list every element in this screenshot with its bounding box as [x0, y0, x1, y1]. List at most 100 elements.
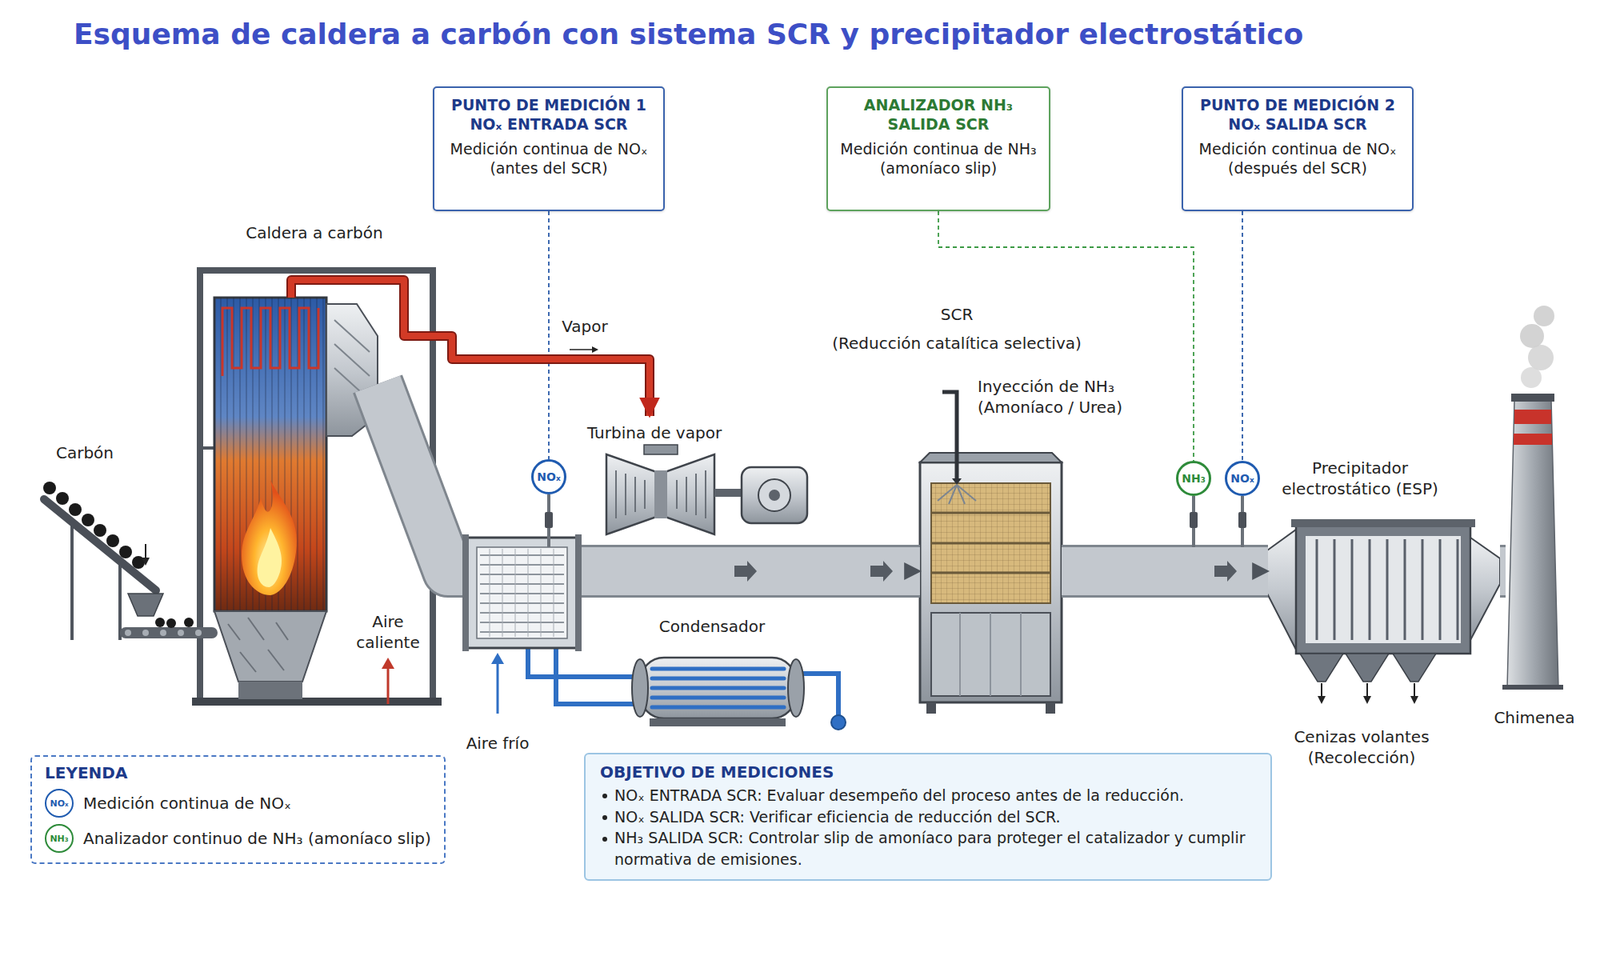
bullet-text: NOₓ ENTRADA SCR: Evaluar desempeño del p…: [614, 786, 1184, 804]
connector: [548, 211, 550, 460]
connector-line: [1500, 544, 1506, 598]
condenser: [649, 718, 786, 727]
scr-reactor: [942, 392, 957, 480]
equipment: Chimenea: [1505, 392, 1560, 688]
equipment-label: Condensador: [659, 616, 765, 637]
steam-turbine: [606, 444, 808, 535]
chimney: [1520, 324, 1544, 348]
boiler-furnace: [214, 297, 327, 612]
sensor-probe: [1189, 512, 1198, 528]
condenser: [640, 657, 796, 719]
callout-text: Medición continua de NOₓ (después del SC…: [1192, 139, 1403, 179]
steam-turbine: [654, 470, 668, 519]
hot-air-arrow: [387, 667, 390, 704]
boiler-furnace: [238, 681, 303, 700]
coal-feeder: [119, 545, 132, 559]
air-preheater: [575, 534, 582, 652]
scr-reactor: [952, 478, 962, 485]
cooling-pipes: [528, 648, 846, 730]
connector-line: [291, 280, 650, 416]
connector-line: [1061, 544, 1268, 598]
steam-turbine: [741, 467, 808, 524]
annotation-label: Aire frío: [466, 732, 530, 754]
equipment: Precipitador electrostático (ESP): [1268, 525, 1500, 704]
sensor-symbol: NOₓ: [531, 459, 567, 495]
electrostatic-precipitator: [1470, 537, 1500, 640]
connector: [1061, 571, 1268, 572]
sensor-text: NOₓ: [536, 471, 560, 483]
coal-feeder: [124, 629, 132, 636]
hot-air-arrow: [381, 657, 395, 669]
electrostatic-precipitator: [1363, 696, 1372, 704]
flow-arrow: [734, 560, 757, 582]
chimney: [1514, 409, 1552, 424]
callout-box: PUNTO DE MEDICIÓN 1 NOₓ ENTRADA SCRMedic…: [432, 86, 665, 212]
coal-feeder: [166, 618, 176, 628]
equipment-label: Carbón: [56, 442, 114, 464]
electrostatic-precipitator: [1267, 529, 1296, 650]
scr-reactor: [1045, 702, 1056, 714]
legend-text: Medición continua de NOₓ: [83, 793, 292, 813]
steam-turbine: [616, 470, 706, 519]
scr-reactor: [920, 452, 1062, 463]
steam-direction-arrow: [569, 348, 593, 351]
callout-text: PUNTO DE MEDICIÓN 2 NOₓ SALIDA SCR: [1192, 96, 1403, 135]
connector-line: [1500, 547, 1506, 596]
steam-turbine: [768, 489, 780, 501]
hot-air-arrow: [381, 657, 395, 704]
legend-entry: NOₓ Medición continua de NOₓ: [44, 788, 432, 818]
coal-feeder: [68, 503, 82, 516]
scr-reactor: [937, 484, 976, 504]
chimney: [1533, 305, 1555, 327]
legend-text: Analizador continuo de NH₃ (amoníaco sli…: [83, 828, 432, 848]
connector-line: [1241, 211, 1244, 461]
condenser: [632, 659, 648, 717]
legend-symbol-text: NH₃: [49, 834, 68, 844]
boiler-furnace: [257, 528, 282, 588]
coal-feeder: [144, 544, 147, 559]
air-preheater: [476, 547, 568, 639]
coal-feeder: [118, 560, 122, 640]
coal-feeder: [141, 557, 150, 566]
steam-turbine: [758, 479, 791, 512]
bullet-item: NOₓ SALIDA SCR: Verificar eficiencia de …: [600, 806, 1256, 828]
coal-feeder: [195, 629, 202, 636]
sensor-text: NH₃: [1181, 472, 1206, 484]
connector-line: [377, 384, 920, 572]
scr-reactor: [931, 483, 1051, 604]
chimney: [1502, 684, 1564, 690]
sensor-probe: [1192, 528, 1196, 548]
chimney: [1528, 344, 1554, 371]
scr-reactor: [960, 612, 1021, 696]
equipment: Carbón: [38, 480, 223, 640]
connector: [291, 280, 650, 416]
scr-reactor: [931, 483, 1051, 604]
condenser: [788, 659, 804, 717]
electrostatic-precipitator: [1321, 683, 1415, 698]
scr-reactor: [926, 702, 936, 714]
callout-text: ANALIZADOR NH₃ SALIDA SCR: [837, 96, 1040, 135]
connector-line: [291, 280, 650, 416]
sensor-probe: [1240, 496, 1244, 512]
boiler-furnace: [214, 297, 378, 700]
electrostatic-precipitator: [1267, 519, 1500, 704]
equipment-label: SCR: [940, 304, 974, 325]
coal-feeder: [81, 513, 95, 527]
air-preheater: [462, 534, 469, 652]
electrostatic-precipitator: [1300, 653, 1344, 682]
cold-air-arrow: [491, 652, 504, 714]
electrostatic-precipitator: [1291, 519, 1476, 528]
coal-feeder: [43, 481, 218, 640]
coal-feeder: [184, 617, 194, 628]
electrostatic-precipitator: [1410, 696, 1419, 704]
bullet-dot: [602, 836, 608, 842]
scr-reactor: [931, 612, 1051, 696]
legend-symbol-text: NOₓ: [49, 799, 68, 808]
scr-reactor: [920, 462, 1062, 703]
annotation-label: Cenizas volantes (Recolección): [1285, 726, 1438, 768]
sensor-text: NOₓ: [1230, 472, 1254, 484]
electrostatic-precipitator: [1316, 539, 1458, 640]
flow-arrow: [734, 560, 1237, 582]
